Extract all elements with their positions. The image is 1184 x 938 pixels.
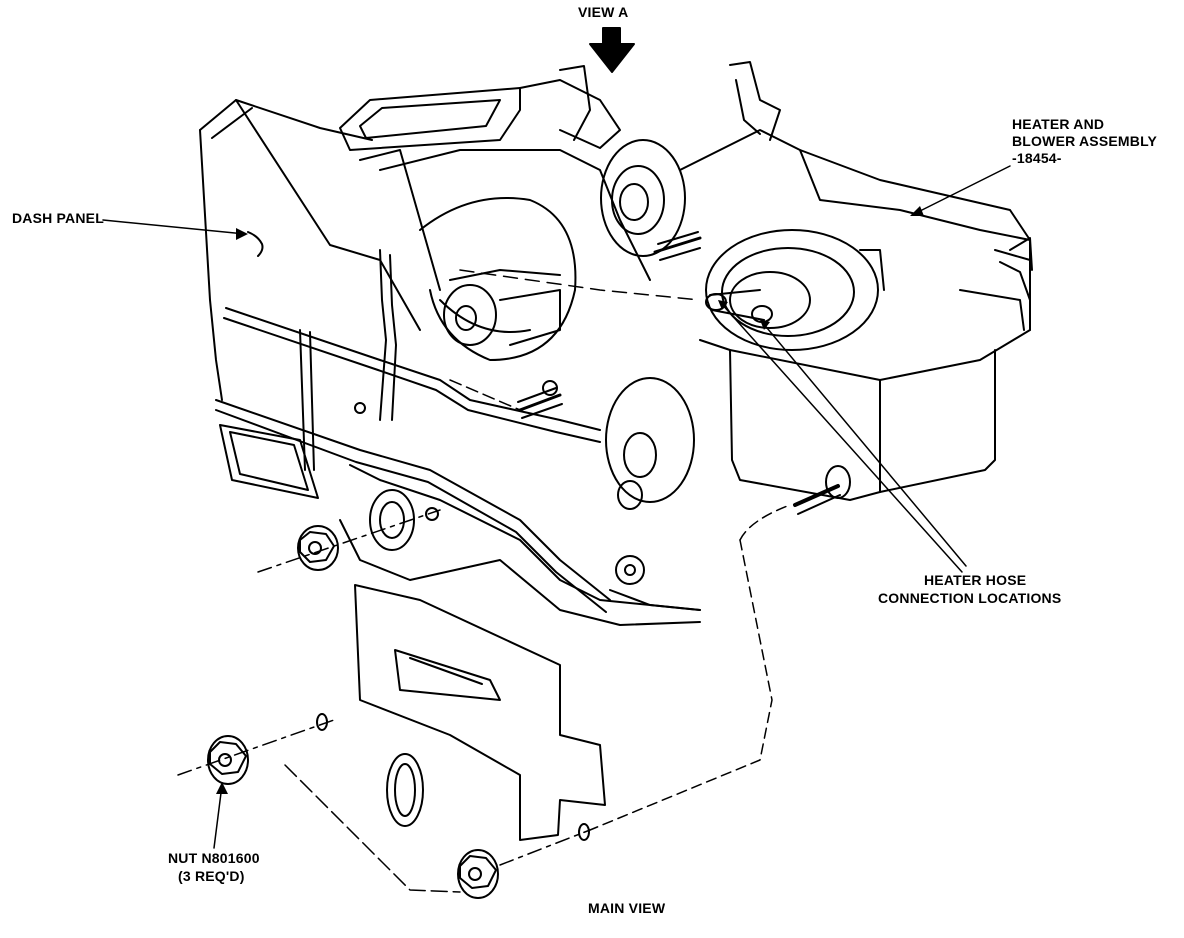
heater-blower-label-line1: HEATER AND	[1012, 116, 1105, 132]
alignment-lines	[177, 269, 791, 893]
heater-hose-label-line1: HEATER HOSE	[924, 572, 1027, 588]
dash-panel	[199, 99, 701, 626]
blower-housing	[419, 197, 577, 361]
leader-lines	[102, 165, 1011, 849]
stud-bolt	[793, 465, 851, 515]
nut-label-line1: NUT N801600	[168, 850, 260, 866]
heater-hose-label-line2: CONNECTION LOCATIONS	[878, 590, 1062, 606]
nut-upper	[297, 525, 339, 571]
nut-label-line2: (3 REQ'D)	[178, 868, 245, 884]
nut-bottom	[457, 849, 499, 899]
view-a-arrow	[589, 27, 635, 73]
dash-panel-label: DASH PANEL	[12, 210, 104, 226]
heater-blower-box	[679, 61, 1033, 501]
heater-core-fittings	[517, 139, 702, 585]
main-view-label: MAIN VIEW	[588, 900, 666, 916]
mounting-bracket	[354, 584, 606, 841]
view-a-label: VIEW A	[578, 4, 629, 20]
washers	[316, 713, 590, 841]
heater-blower-label-line2: BLOWER ASSEMBLY	[1012, 133, 1158, 149]
nut-left	[207, 735, 249, 785]
heater-blower-part-number: -18454-	[1012, 150, 1062, 166]
arrowheads	[216, 206, 924, 794]
